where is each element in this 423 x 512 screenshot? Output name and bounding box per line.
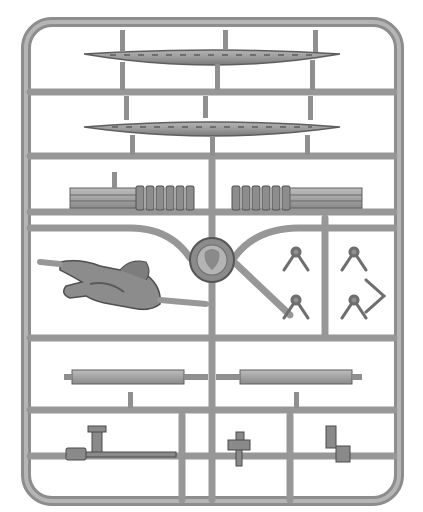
ribbed-part-right bbox=[231, 185, 363, 211]
small-part-a-stem bbox=[235, 449, 243, 467]
arc-right-diag bbox=[230, 258, 294, 319]
blade-bottom-body bbox=[83, 121, 341, 137]
ribbed-left-fins bbox=[135, 185, 195, 211]
bipod-right bbox=[340, 246, 387, 320]
fin bbox=[145, 185, 155, 211]
small-part-a bbox=[227, 439, 251, 451]
rifle-part bbox=[65, 425, 177, 461]
bar-stub-1 bbox=[128, 392, 133, 408]
blade-bottom-gate-3 bbox=[308, 96, 313, 120]
arc-runners bbox=[26, 224, 398, 319]
blade-top-body bbox=[83, 49, 341, 66]
bipod-left bbox=[282, 246, 310, 320]
blade-bottom-gate-5 bbox=[210, 136, 215, 156]
bar-right-gate-a bbox=[216, 374, 240, 380]
medallion-emblem bbox=[204, 249, 220, 270]
blade-top-gate-4 bbox=[120, 62, 125, 90]
bipod-right-arm bbox=[364, 278, 387, 314]
fin bbox=[135, 185, 145, 211]
ribbed-right-fins bbox=[231, 185, 291, 211]
bar-stub-2 bbox=[294, 392, 299, 408]
soldier-gate-left bbox=[37, 259, 63, 267]
soldier-arm bbox=[89, 282, 125, 293]
vertical-runners bbox=[178, 156, 329, 504]
bar-left bbox=[71, 369, 185, 385]
bipod-left-joint-2 bbox=[290, 294, 302, 306]
soldier-figure bbox=[37, 259, 209, 311]
bar-parts bbox=[64, 369, 362, 408]
fin bbox=[231, 185, 241, 211]
blade-bottom-gate-6 bbox=[305, 135, 310, 155]
rifle-scope-cap bbox=[87, 425, 107, 433]
ribbed-left-gate bbox=[112, 172, 117, 188]
center-medallion bbox=[189, 237, 235, 283]
ribbed-right-tube bbox=[289, 187, 363, 209]
long-blade-bottom bbox=[83, 96, 341, 156]
long-blade-top bbox=[83, 30, 341, 90]
blade-bottom-gate-2 bbox=[203, 96, 208, 118]
blade-top-gate-2 bbox=[223, 30, 228, 50]
fin bbox=[251, 185, 261, 211]
bipod-right-joint bbox=[348, 246, 360, 258]
bipod-right-joint-2 bbox=[348, 294, 360, 306]
small-parts bbox=[227, 425, 351, 467]
blade-top-gate-1 bbox=[120, 30, 125, 52]
fin bbox=[185, 185, 195, 211]
fin bbox=[271, 185, 281, 211]
arc-left bbox=[26, 224, 194, 262]
blade-top-gate-5 bbox=[215, 64, 220, 90]
blade-bottom-gate-1 bbox=[124, 96, 129, 120]
fin bbox=[175, 185, 185, 211]
fin bbox=[241, 185, 251, 211]
bar-right-gate-b bbox=[352, 374, 362, 380]
bar-left-gate-a bbox=[64, 374, 72, 380]
bipod-left-joint bbox=[290, 246, 302, 258]
soldier-helmet bbox=[119, 260, 150, 281]
ribbed-part-left bbox=[69, 172, 195, 211]
blade-bottom-gate-4 bbox=[130, 135, 135, 155]
fin bbox=[155, 185, 165, 211]
small-part-a-top bbox=[235, 431, 245, 441]
arc-right bbox=[230, 224, 398, 262]
soldier-gate-right bbox=[157, 297, 209, 307]
small-part-b-base bbox=[335, 445, 351, 463]
rifle-stock bbox=[65, 447, 87, 461]
rifle-scope bbox=[91, 429, 103, 453]
bar-right bbox=[239, 369, 353, 385]
fin bbox=[281, 185, 291, 211]
fin bbox=[165, 185, 175, 211]
fin bbox=[261, 185, 271, 211]
blade-top-gate-6 bbox=[310, 60, 315, 90]
bar-left-gate-b bbox=[184, 374, 208, 380]
ribbed-left-tube bbox=[69, 187, 139, 209]
blade-top-gate-3 bbox=[313, 30, 318, 52]
small-part-b bbox=[325, 425, 337, 449]
